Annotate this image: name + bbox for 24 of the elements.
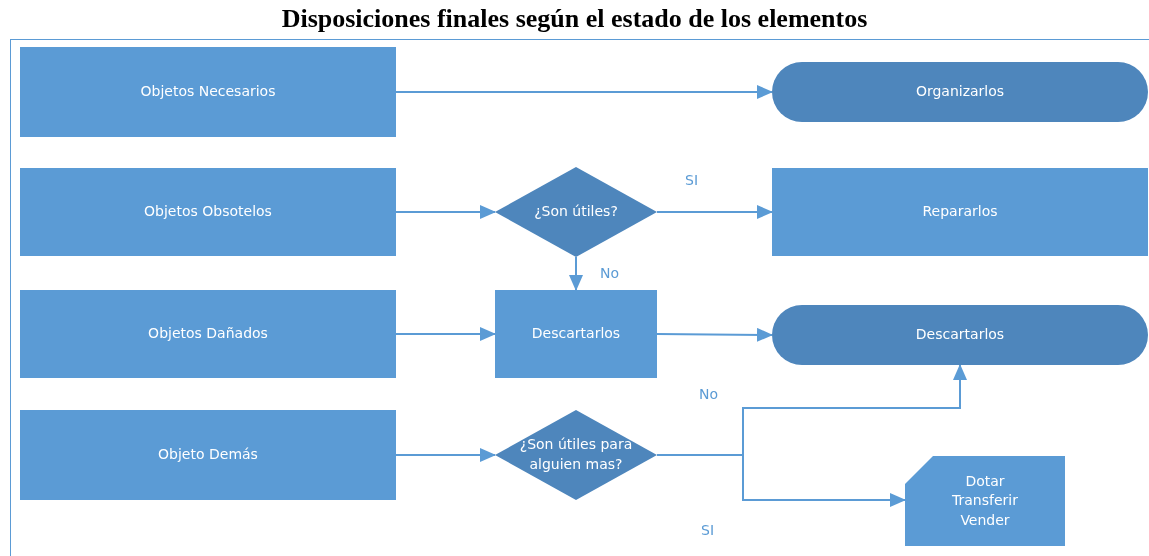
diagram-title: Disposiciones finales según el estado de los elementos xyxy=(280,4,869,34)
edge-label: No xyxy=(598,265,622,281)
edge-label: SI xyxy=(683,172,700,188)
node-text: Descartarlos xyxy=(915,325,1005,345)
edge-label: No xyxy=(697,386,721,402)
node-text: Objetos Obsotelos xyxy=(144,202,272,222)
node-text: Objeto Demás xyxy=(158,445,258,465)
node-text: Repararlos xyxy=(922,202,998,222)
node-text: Descartarlos xyxy=(531,324,621,344)
arrow xyxy=(395,85,773,99)
arrow xyxy=(656,454,906,507)
arrow xyxy=(656,205,773,219)
node-text: ¿Son útiles? xyxy=(534,202,618,222)
node-text: Organizarlos xyxy=(915,82,1005,102)
node-text: Objetos Dañados xyxy=(148,324,268,344)
arrow xyxy=(656,327,773,342)
node-text: ¿Son útiles para alguien mas? xyxy=(518,435,634,474)
arrow xyxy=(569,256,583,291)
edge-label: SI xyxy=(699,522,716,538)
node-text: Dotar Transferir Vender xyxy=(951,471,1019,530)
arrow xyxy=(395,448,496,462)
node-text: Objetos Necesarios xyxy=(140,82,276,102)
arrow xyxy=(395,327,496,341)
arrow xyxy=(395,205,496,219)
